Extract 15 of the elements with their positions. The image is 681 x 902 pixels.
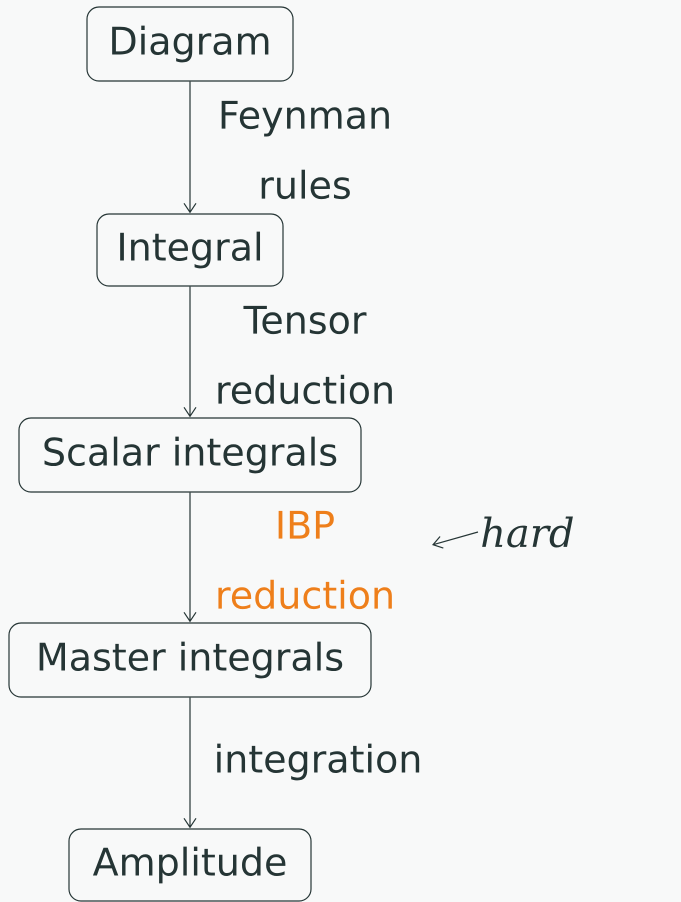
process-box: Master integrals	[8, 622, 372, 698]
edge-label: integration	[207, 742, 429, 782]
process-box: Diagram	[86, 6, 294, 82]
arrow	[184, 492, 196, 622]
process-box: Scalar integrals	[18, 417, 362, 493]
arrow	[184, 286, 196, 418]
edge-label: IBP reduction	[194, 510, 416, 610]
arrow	[184, 82, 196, 214]
arrow	[184, 698, 196, 828]
leader-arrow	[432, 531, 478, 549]
edge-label: Tensor reduction	[194, 304, 416, 406]
process-box: Integral	[96, 213, 284, 287]
edge-label: Feynman rules	[194, 100, 416, 200]
handwritten-note: hard	[482, 516, 573, 548]
process-box: Amplitude	[68, 828, 312, 902]
